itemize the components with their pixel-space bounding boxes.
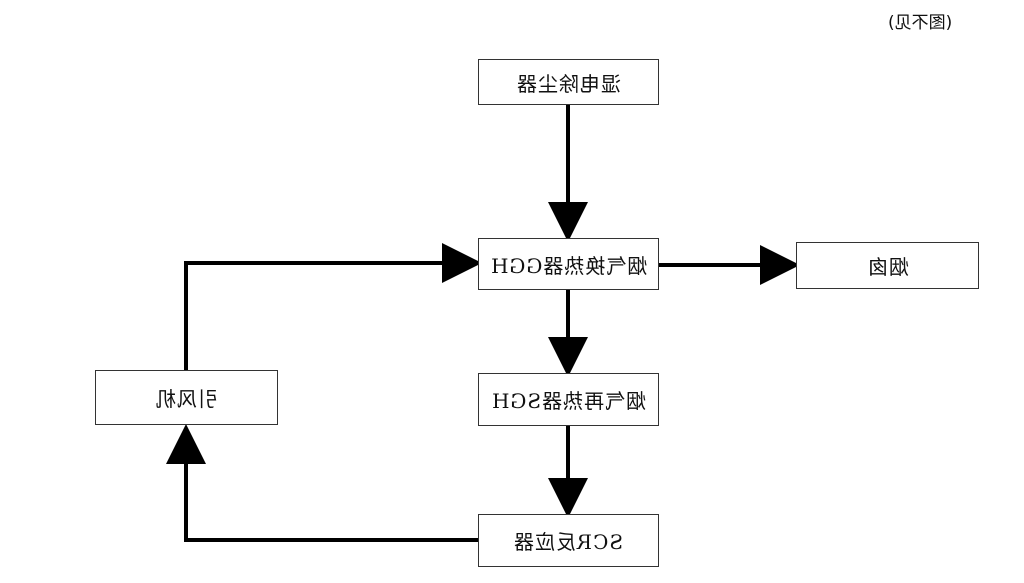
label-sgh: 烟气再热器SGH: [490, 389, 647, 413]
arrow-idfan-to-ggh: [184, 243, 482, 372]
box-ggh: 烟气换热器GGH: [478, 238, 659, 290]
box-id-fan: 引风机: [95, 370, 278, 425]
box-chimney: 烟囱: [796, 242, 979, 289]
box-sgh: 烟气再热器SGH: [478, 373, 659, 426]
label-id-fan: 引风机: [155, 387, 218, 411]
label-ggh: 烟气换热器GGH: [489, 253, 648, 278]
label-scr: SCR反应器: [513, 530, 624, 554]
box-scr: SCR反应器: [478, 514, 659, 567]
label-wet-esp: 湿电除尘器: [516, 71, 621, 96]
label-chimney: 烟囱: [866, 255, 909, 279]
arrow-scr-to-idfan: [166, 424, 478, 542]
box-wet-esp: 湿电除尘器: [478, 59, 659, 105]
